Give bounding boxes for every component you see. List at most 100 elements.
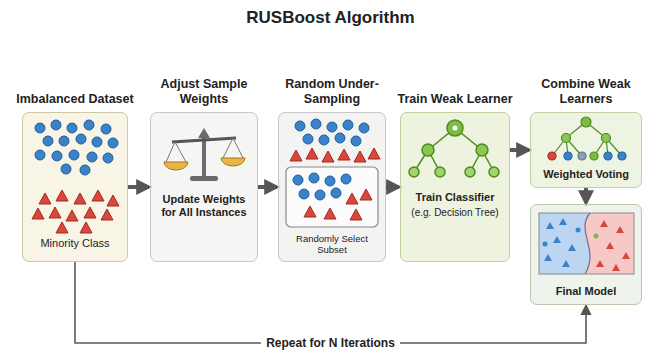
- box-text: Update Weights for All Instances: [156, 193, 252, 219]
- illustration-part: [87, 152, 97, 162]
- illustration-part: [49, 207, 61, 218]
- illustration-part: [546, 222, 554, 229]
- illustration-part: [594, 234, 599, 239]
- step-heading: Train Weak Learner: [393, 92, 517, 107]
- illustration-part: [594, 138, 606, 156]
- balance-scale: [164, 128, 245, 181]
- box-text: Randomly Select Subset: [284, 233, 380, 256]
- illustration-part: [303, 134, 313, 144]
- subset-box: [286, 167, 378, 227]
- box-fill: [22, 112, 128, 262]
- illustration-part: [409, 167, 419, 177]
- illustration-part: [616, 226, 624, 233]
- illustration-part: [586, 122, 606, 138]
- illustration-part: [602, 134, 611, 143]
- illustration-part: [428, 150, 440, 172]
- sample-triangles: [290, 148, 380, 162]
- illustration-part: [76, 134, 86, 144]
- process-box: Final Model: [530, 204, 642, 305]
- illustration-part: [338, 149, 350, 160]
- step-heading: Random Under-Sampling: [271, 77, 393, 107]
- illustration-part: [52, 151, 62, 161]
- illustration-part: [233, 138, 243, 158]
- process-box: Adjust Sample WeightsUpdate Weights for …: [150, 112, 258, 262]
- decision-boundary: [539, 213, 634, 274]
- illustration-part: [293, 175, 303, 185]
- loop-arrow: [75, 262, 586, 343]
- illustration-part: [315, 190, 325, 200]
- illustration-part: [331, 188, 341, 198]
- illustration-part: [566, 138, 568, 156]
- illustration-part: [343, 120, 353, 130]
- voting-tree: [548, 117, 626, 160]
- illustration-part: [552, 138, 566, 156]
- illustration-part: [324, 208, 336, 219]
- illustration-part: [543, 242, 548, 247]
- illustration-part: [306, 148, 318, 159]
- illustration-part: [350, 209, 362, 220]
- decision-tree: [409, 120, 499, 177]
- illustration-part: [354, 151, 366, 162]
- region-points-blue: [543, 218, 581, 267]
- illustration-part: [359, 123, 369, 133]
- illustration-part: [84, 207, 96, 218]
- illustration-part: [562, 134, 571, 143]
- illustration-part: [612, 264, 620, 271]
- illustration-part: [101, 124, 111, 134]
- illustration-part: [435, 167, 445, 177]
- step-heading: Adjust Sample Weights: [143, 77, 265, 107]
- illustration-part: [311, 119, 321, 129]
- illustration-part: [447, 120, 463, 136]
- illustration-part: [576, 228, 581, 233]
- illustration-part: [578, 152, 586, 160]
- box-text: Weighted Voting: [536, 168, 636, 181]
- illustration-part: [101, 209, 113, 220]
- step-heading: Imbalanced Dataset: [15, 92, 135, 107]
- process-box: Random Under-SamplingRandomly Select Sub…: [278, 112, 386, 262]
- box-fill: [400, 112, 510, 262]
- illustration-part: [562, 260, 570, 267]
- illustration-part: [92, 137, 102, 147]
- illustration-part: [84, 120, 94, 130]
- illustration-part: [56, 222, 68, 233]
- illustration-part: [455, 128, 482, 150]
- illustration-part: [600, 220, 608, 227]
- illustration-part: [453, 126, 458, 131]
- illustration-part: [335, 133, 345, 143]
- illustration-part: [295, 121, 305, 131]
- illustration-part: [596, 260, 604, 267]
- illustration-part: [35, 123, 45, 133]
- illustration-part: [568, 244, 576, 251]
- illustration-part: [604, 152, 612, 160]
- process-box: Imbalanced DatasetMinority Class: [22, 112, 128, 262]
- illustration-part: [465, 167, 475, 177]
- illustration-part: [544, 254, 552, 261]
- illustration-part: [43, 136, 53, 146]
- illustration-part: [35, 150, 45, 160]
- illustration-part: [74, 193, 86, 204]
- illustration-part: [606, 138, 622, 156]
- illustration-part: [202, 134, 206, 178]
- illustration-part: [476, 144, 488, 156]
- illustration-part: [69, 150, 79, 160]
- illustration-part: [422, 144, 434, 156]
- box-text: Final Model: [536, 285, 636, 298]
- illustration-part: [56, 190, 68, 201]
- illustration-part: [80, 165, 90, 175]
- flow-arrow: [510, 148, 529, 152]
- illustration-part: [368, 148, 380, 159]
- box-fill: [278, 112, 386, 262]
- illustration-part: [51, 120, 61, 130]
- region-points-red: [594, 220, 631, 271]
- flow-arrow: [258, 185, 277, 189]
- flow-arrow: [128, 185, 149, 189]
- illustration-part: [67, 123, 77, 133]
- illustration-part: [319, 135, 329, 145]
- illustration-part: [581, 117, 591, 127]
- illustration-part: [221, 158, 245, 166]
- illustration-part: [322, 151, 334, 162]
- sample-dots: [295, 119, 369, 146]
- illustration-part: [360, 189, 372, 200]
- box-text: Train Classifier: [406, 191, 504, 204]
